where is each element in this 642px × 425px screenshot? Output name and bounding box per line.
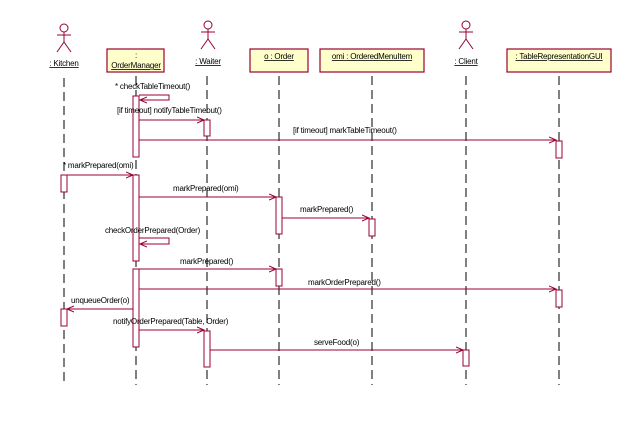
- message-label: markPrepared(): [300, 205, 354, 214]
- message-notify-order-prepared: notifyOrderPrepared(Table, Order): [113, 317, 229, 330]
- message-mark-order-prepared: markOrderPrepared(): [139, 278, 556, 289]
- object-omi: omi : OrderedMenuItem: [319, 48, 425, 73]
- message-label: markPrepared(omi): [173, 184, 239, 193]
- activation-bar: [275, 196, 283, 235]
- actor-client: : Client: [454, 20, 479, 66]
- object-tablegui: : TableRepresentationGUI: [506, 48, 612, 73]
- message-label: serveFood(o): [314, 338, 360, 347]
- object-label-top: :: [135, 51, 137, 60]
- message-order-mark-prepared: markPrepared(omi): [139, 184, 276, 197]
- activation-bar: [275, 268, 283, 287]
- message-check-table-timeout: * checkTableTimeout(): [115, 82, 191, 100]
- actor-label: : Waiter: [195, 57, 221, 66]
- activation-bar: [60, 174, 68, 193]
- activation-bar: [132, 174, 140, 262]
- activation-bar: [132, 268, 140, 348]
- actor-kitchen: : Kitchen: [49, 23, 79, 68]
- message-notify-table-timeout: [if timeout] notifyTableTimeout(): [117, 106, 222, 120]
- message-label: [if timeout] markTableTimeout(): [293, 126, 397, 135]
- activation-bar: [203, 330, 211, 368]
- message-label: notifyOrderPrepared(Table, Order): [113, 317, 229, 326]
- activation-bar: [555, 140, 563, 159]
- message-order-mark-prepared-2: markPrepared(): [139, 257, 276, 269]
- object-label: o : Order: [264, 52, 294, 61]
- message-check-order-prepared: checkOrderPrepared(Order): [105, 226, 201, 244]
- message-omi-mark-prepared: markPrepared(): [282, 205, 369, 218]
- activations: [60, 95, 563, 368]
- activation-bar: [60, 308, 68, 327]
- activation-bar: [203, 119, 211, 137]
- object-label: OrderManager: [111, 61, 161, 70]
- message-label: markPrepared(): [180, 257, 234, 266]
- message-label: * markPrepared(omi): [63, 161, 134, 170]
- object-label: : TableRepresentationGUI: [515, 52, 602, 61]
- stick-figure-icon: [458, 20, 474, 50]
- object-order: o : Order: [249, 48, 309, 73]
- activation-bar: [132, 95, 140, 158]
- object-ordermanager: : OrderManager: [106, 48, 165, 73]
- message-mark-table-timeout: [if timeout] markTableTimeout(): [139, 126, 556, 140]
- message-unqueue-order: unqueueOrder(o): [67, 296, 133, 309]
- actor-waiter: : Waiter: [195, 20, 222, 66]
- message-label: checkOrderPrepared(Order): [105, 226, 201, 235]
- stick-figure-icon: [200, 20, 216, 50]
- activation-bar: [555, 289, 563, 308]
- message-label: * checkTableTimeout(): [115, 82, 191, 91]
- message-label: markOrderPrepared(): [308, 278, 381, 287]
- actor-label: : Kitchen: [49, 59, 78, 68]
- activation-bar: [368, 218, 376, 237]
- message-serve-food: serveFood(o): [210, 338, 463, 350]
- message-kitchen-mark-prepared: * markPrepared(omi): [63, 161, 134, 175]
- message-label: unqueueOrder(o): [71, 296, 130, 305]
- message-label: [if timeout] notifyTableTimeout(): [117, 106, 222, 115]
- stick-figure-icon: [56, 23, 72, 53]
- actor-label: : Client: [454, 57, 478, 66]
- activation-bar: [462, 349, 470, 367]
- object-label: omi : OrderedMenuItem: [332, 52, 413, 61]
